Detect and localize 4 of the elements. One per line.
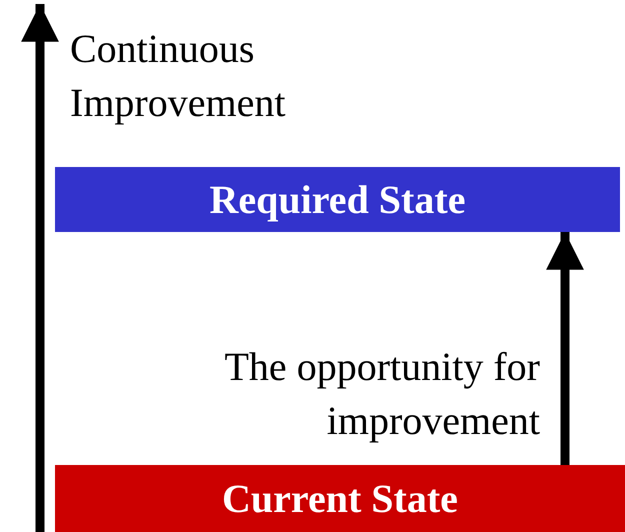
- axis-label: Continuous Improvement: [70, 25, 286, 127]
- arrow: [546, 232, 584, 465]
- state-bar: Required State: [55, 167, 620, 232]
- state-bar: Current State: [55, 465, 625, 532]
